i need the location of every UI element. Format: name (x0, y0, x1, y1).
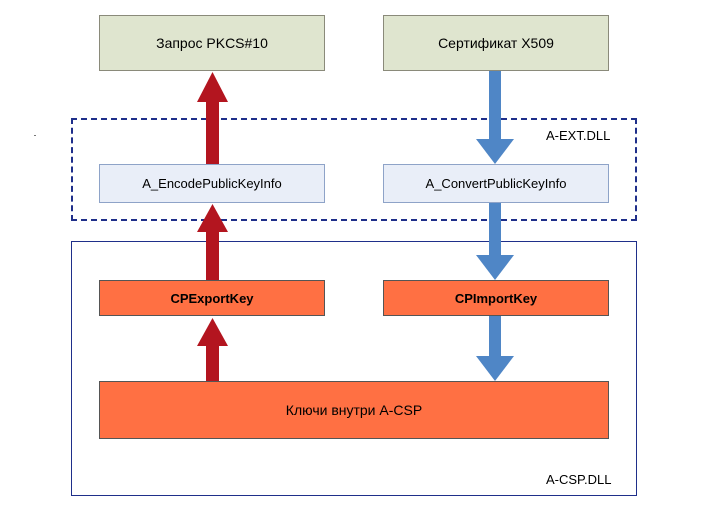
export-arrow-keys-to-export (197, 318, 228, 381)
csp-dll-label: A-CSP.DLL (546, 472, 612, 487)
encode-public-key-info-label: A_EncodePublicKeyInfo (142, 176, 282, 191)
x509-certificate-label: Сертификат X509 (438, 35, 554, 51)
convert-public-key-info-label: A_ConvertPublicKeyInfo (425, 176, 567, 191)
cp-export-key-label: CPExportKey (170, 290, 254, 306)
export-arrow-export-to-encode (197, 204, 228, 280)
cp-export-key-box: CPExportKey (99, 280, 325, 316)
csp-dll-container (71, 241, 637, 496)
import-arrow-x509-to-convert (476, 71, 514, 164)
ext-dll-label: A-EXT.DLL (546, 128, 611, 143)
encode-public-key-info-box: A_EncodePublicKeyInfo (99, 164, 325, 203)
import-arrow-import-to-keys (476, 316, 514, 381)
cp-import-key-label: CPImportKey (454, 290, 538, 306)
pkcs10-request-label: Запрос PKCS#10 (156, 35, 268, 51)
stray-mark (34, 135, 36, 136)
export-arrow-encode-to-pkcs10 (197, 72, 228, 164)
x509-certificate-box: Сертификат X509 (383, 15, 609, 71)
convert-public-key-info-box: A_ConvertPublicKeyInfo (383, 164, 609, 203)
ext-dll-container (71, 118, 637, 221)
import-arrow-convert-to-import (476, 203, 514, 280)
keys-inside-csp-label: Ключи внутри A-CSP (285, 402, 423, 418)
pkcs10-request-box: Запрос PKCS#10 (99, 15, 325, 71)
cp-import-key-box: CPImportKey (383, 280, 609, 316)
keys-inside-csp-box: Ключи внутри A-CSP (99, 381, 609, 439)
